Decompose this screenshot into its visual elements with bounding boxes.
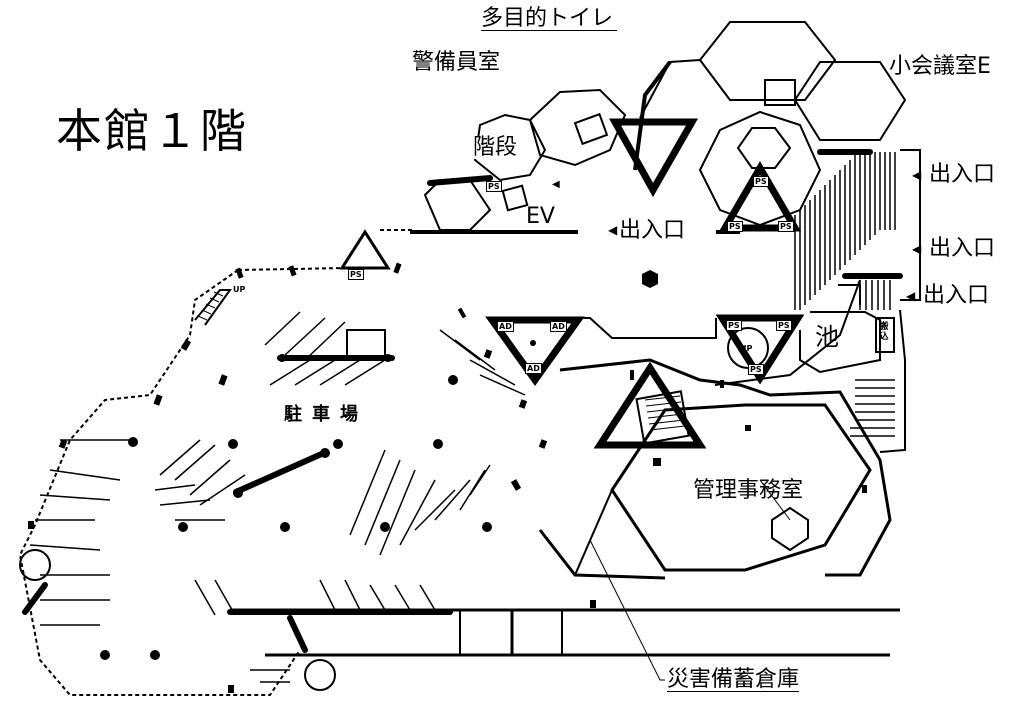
storage-west-wall xyxy=(538,529,666,580)
label-loading: 搬込 xyxy=(879,322,889,342)
label-guard-room: 警備員室 xyxy=(412,50,501,75)
stair-steps xyxy=(644,395,686,431)
marker-ps-north: PS xyxy=(348,269,364,280)
triangle-south xyxy=(593,361,707,449)
label-multi-toilet: 多目的トイレ xyxy=(481,8,618,31)
marker-up-spiral: UP xyxy=(740,344,753,353)
triangle-ps-top xyxy=(718,161,802,232)
beam-guard xyxy=(427,175,493,186)
marker-ad-3: AD xyxy=(525,363,542,374)
hex-west xyxy=(423,179,492,231)
arrow-entrance-east-1-icon: ◀ xyxy=(912,168,922,182)
top-connector-2 xyxy=(633,60,672,171)
triangle-north-ps xyxy=(339,229,391,270)
east-steps xyxy=(850,379,895,437)
marker-ps-stair: PS xyxy=(486,181,502,192)
ev-box xyxy=(501,184,529,212)
office-small-hex xyxy=(771,506,809,552)
label-entrance-east-2: 出入口 xyxy=(929,236,996,261)
office-leader xyxy=(759,479,791,521)
arrow-entrance-north-icon: ◀ xyxy=(608,223,618,237)
label-management-office: 管理事務室 xyxy=(693,478,804,503)
label-stairs: 階段 xyxy=(471,135,520,160)
page-title: 本館１階 xyxy=(56,104,248,158)
triangle-toilet xyxy=(609,118,699,198)
marker-ps-top-3: PS xyxy=(778,221,794,232)
parking-box xyxy=(346,329,386,359)
entrance-stripes xyxy=(794,152,896,310)
hex-top-1 xyxy=(698,21,837,101)
label-entrance-east-3: 出入口 xyxy=(923,283,990,308)
hex-stair xyxy=(473,113,547,182)
storage-room-wall xyxy=(574,489,613,576)
mid-entrance-wall xyxy=(714,279,861,386)
marker-ps-mid-2: PS xyxy=(776,320,792,331)
lobby-hex-column xyxy=(642,270,658,288)
hex-mid-small xyxy=(736,127,792,169)
marker-ps-top-1: PS xyxy=(753,176,769,187)
marker-ps-mid-1: PS xyxy=(726,320,742,331)
triangle-ps-mid xyxy=(715,314,805,385)
columns xyxy=(28,262,867,693)
arrow-entrance-east-3-icon: ◀ xyxy=(906,289,916,303)
storage-leader xyxy=(589,539,665,681)
marker-ad-2: AD xyxy=(550,321,567,332)
label-entrance-north: 出入口 xyxy=(619,218,686,243)
beam-west-side xyxy=(22,582,48,615)
south-building-wall xyxy=(559,358,892,577)
marker-ps-mid-3: PS xyxy=(748,364,764,375)
ramp-steps xyxy=(197,291,224,321)
parking-outer-boundary xyxy=(18,269,301,696)
loading-box xyxy=(875,317,895,353)
east-boundary xyxy=(879,309,906,453)
spiral-west xyxy=(19,549,51,581)
label-parking: 駐車場 xyxy=(284,404,368,425)
entrance-frame xyxy=(900,149,921,301)
label-disaster-storage: 災害備蓄倉庫 xyxy=(667,667,800,692)
pond-outline xyxy=(799,311,881,374)
label-small-meeting-e: 小会議室E xyxy=(889,54,991,79)
stair-block xyxy=(635,390,690,445)
label-entrance-east-1: 出入口 xyxy=(929,162,996,187)
marker-up-ramp: UP xyxy=(233,285,246,294)
label-pond: 池 xyxy=(815,323,839,351)
parking-stalls xyxy=(29,311,526,683)
beam-sw xyxy=(287,615,308,653)
parking-top-dashed xyxy=(237,267,346,271)
arrow-entrance-east-2-icon: ◀ xyxy=(912,242,922,256)
triangle-ad xyxy=(485,316,585,387)
management-hex xyxy=(610,403,872,572)
beam-center xyxy=(233,449,329,495)
top-room-box xyxy=(764,79,796,106)
toilet-box xyxy=(573,112,609,146)
arrow-ev-icon: ◀ xyxy=(552,179,560,190)
spiral-south xyxy=(304,659,336,691)
label-ev: EV xyxy=(526,204,555,229)
marker-ps-top-2: PS xyxy=(727,221,743,232)
marker-ad-1: AD xyxy=(497,321,514,332)
pond-entry-link xyxy=(838,284,861,305)
